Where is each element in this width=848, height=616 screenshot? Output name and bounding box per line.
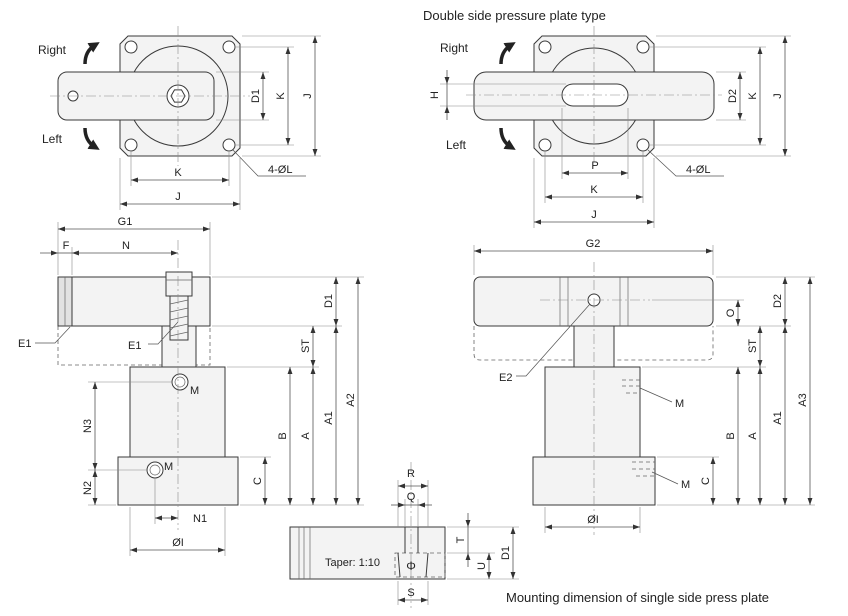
label-d1: D1	[323, 294, 335, 308]
label-st: ST	[747, 339, 759, 353]
port-m-lower	[146, 461, 164, 479]
mounting-hole	[222, 138, 236, 152]
rotation-left-label: Left	[446, 138, 467, 152]
label-st: ST	[300, 339, 312, 353]
label-d1: D1	[500, 546, 512, 560]
port-m-lower	[632, 461, 655, 477]
label-j-horizontal: J	[175, 191, 181, 203]
label-b: B	[725, 432, 737, 439]
mounting-hole	[636, 40, 650, 54]
label-a1: A1	[772, 411, 784, 424]
label-e1-plate: E1	[18, 338, 31, 350]
label-u: U	[476, 562, 488, 570]
label-e1-screw: E1	[128, 340, 141, 352]
single-plate-section	[289, 526, 446, 580]
label-diameter: ØI	[172, 537, 184, 549]
mounting-hole	[538, 40, 552, 54]
label-k-horizontal: K	[174, 167, 182, 179]
label-j-vertical: J	[302, 93, 314, 99]
mounting-hole	[222, 40, 236, 54]
detail-caption: Mounting dimension of single side press …	[506, 590, 769, 605]
label-t: T	[455, 536, 467, 543]
label-g2: G2	[586, 238, 601, 250]
rotate-clockwise-arrow-icon	[83, 42, 100, 65]
mounting-hole	[124, 138, 138, 152]
label-phi: Φ	[406, 559, 416, 573]
rotate-counterclockwise-arrow-icon	[499, 127, 516, 150]
label-h: H	[429, 91, 441, 99]
label-a1: A1	[323, 411, 335, 424]
label-diameter: ØI	[587, 514, 599, 526]
label-s: S	[407, 587, 414, 599]
port-m-upper	[622, 379, 640, 394]
label-mounting-holes: 4-ØL	[268, 164, 292, 176]
label-n: N	[122, 240, 130, 252]
label-a: A	[300, 432, 312, 440]
label-o: O	[725, 308, 737, 317]
rotation-right-label: Right	[38, 43, 67, 57]
label-m-lower: M	[681, 479, 690, 491]
top-view-single-plate: Right Left D1 K J K J 4-ØL	[38, 26, 321, 210]
e2-leader	[516, 303, 591, 377]
label-n2: N2	[82, 481, 94, 495]
label-j-vertical: J	[772, 93, 784, 99]
label-c: C	[252, 477, 264, 485]
label-m-upper: M	[190, 385, 199, 397]
label-e2: E2	[499, 372, 512, 384]
port-m-upper	[171, 373, 189, 391]
label-d2: D2	[727, 89, 739, 103]
mounting-hole	[124, 40, 138, 54]
rotation-left-label: Left	[42, 132, 63, 146]
plate-lowered-position	[57, 326, 211, 366]
mounting-hole	[538, 138, 552, 152]
label-taper: Taper: 1:10	[325, 557, 380, 569]
label-j-horizontal: J	[591, 209, 597, 221]
side-view-double-plate: G2 M M E2 ØI	[473, 238, 815, 535]
label-r: R	[407, 468, 415, 480]
label-a: A	[747, 432, 759, 440]
label-k-horizontal: K	[590, 184, 598, 196]
diagram-title: Double side pressure plate type	[423, 8, 606, 23]
e1-plate-leader	[35, 326, 71, 344]
label-b: B	[277, 432, 289, 439]
label-q: Q	[407, 491, 416, 503]
holes-leader	[232, 149, 306, 177]
label-a3: A3	[797, 393, 809, 406]
tapered-bore	[394, 552, 446, 578]
label-a2: A2	[345, 393, 357, 406]
label-m-upper: M	[675, 398, 684, 410]
holes-leader	[647, 149, 724, 177]
rotate-clockwise-arrow-icon	[499, 42, 516, 65]
rotate-counterclockwise-arrow-icon	[83, 127, 100, 150]
side-view-single-plate: G1 F N M M E1	[18, 216, 364, 556]
plate-mounting-detail: Taper: 1:10 Φ R Q S T U D1 Mounting dime…	[289, 462, 769, 608]
top-view-double-plate: Right Left H D2 K J P K J	[429, 26, 791, 228]
label-k-vertical: K	[747, 92, 759, 100]
clamp-screw-head	[165, 271, 193, 297]
label-k-vertical: K	[275, 92, 287, 100]
label-mounting-holes: 4-ØL	[686, 164, 710, 176]
label-c: C	[700, 477, 712, 485]
cylinder-body	[544, 366, 641, 458]
rotation-right-label: Right	[440, 41, 469, 55]
label-f: F	[63, 240, 70, 252]
label-n1: N1	[193, 513, 207, 525]
label-d2: D2	[772, 294, 784, 308]
label-n3: N3	[82, 419, 94, 433]
label-g1: G1	[118, 216, 133, 228]
e1-screw-leader	[148, 321, 179, 345]
mounting-hole	[636, 138, 650, 152]
label-m-lower: M	[164, 461, 173, 473]
label-p: P	[591, 160, 598, 172]
label-d1: D1	[250, 89, 262, 103]
